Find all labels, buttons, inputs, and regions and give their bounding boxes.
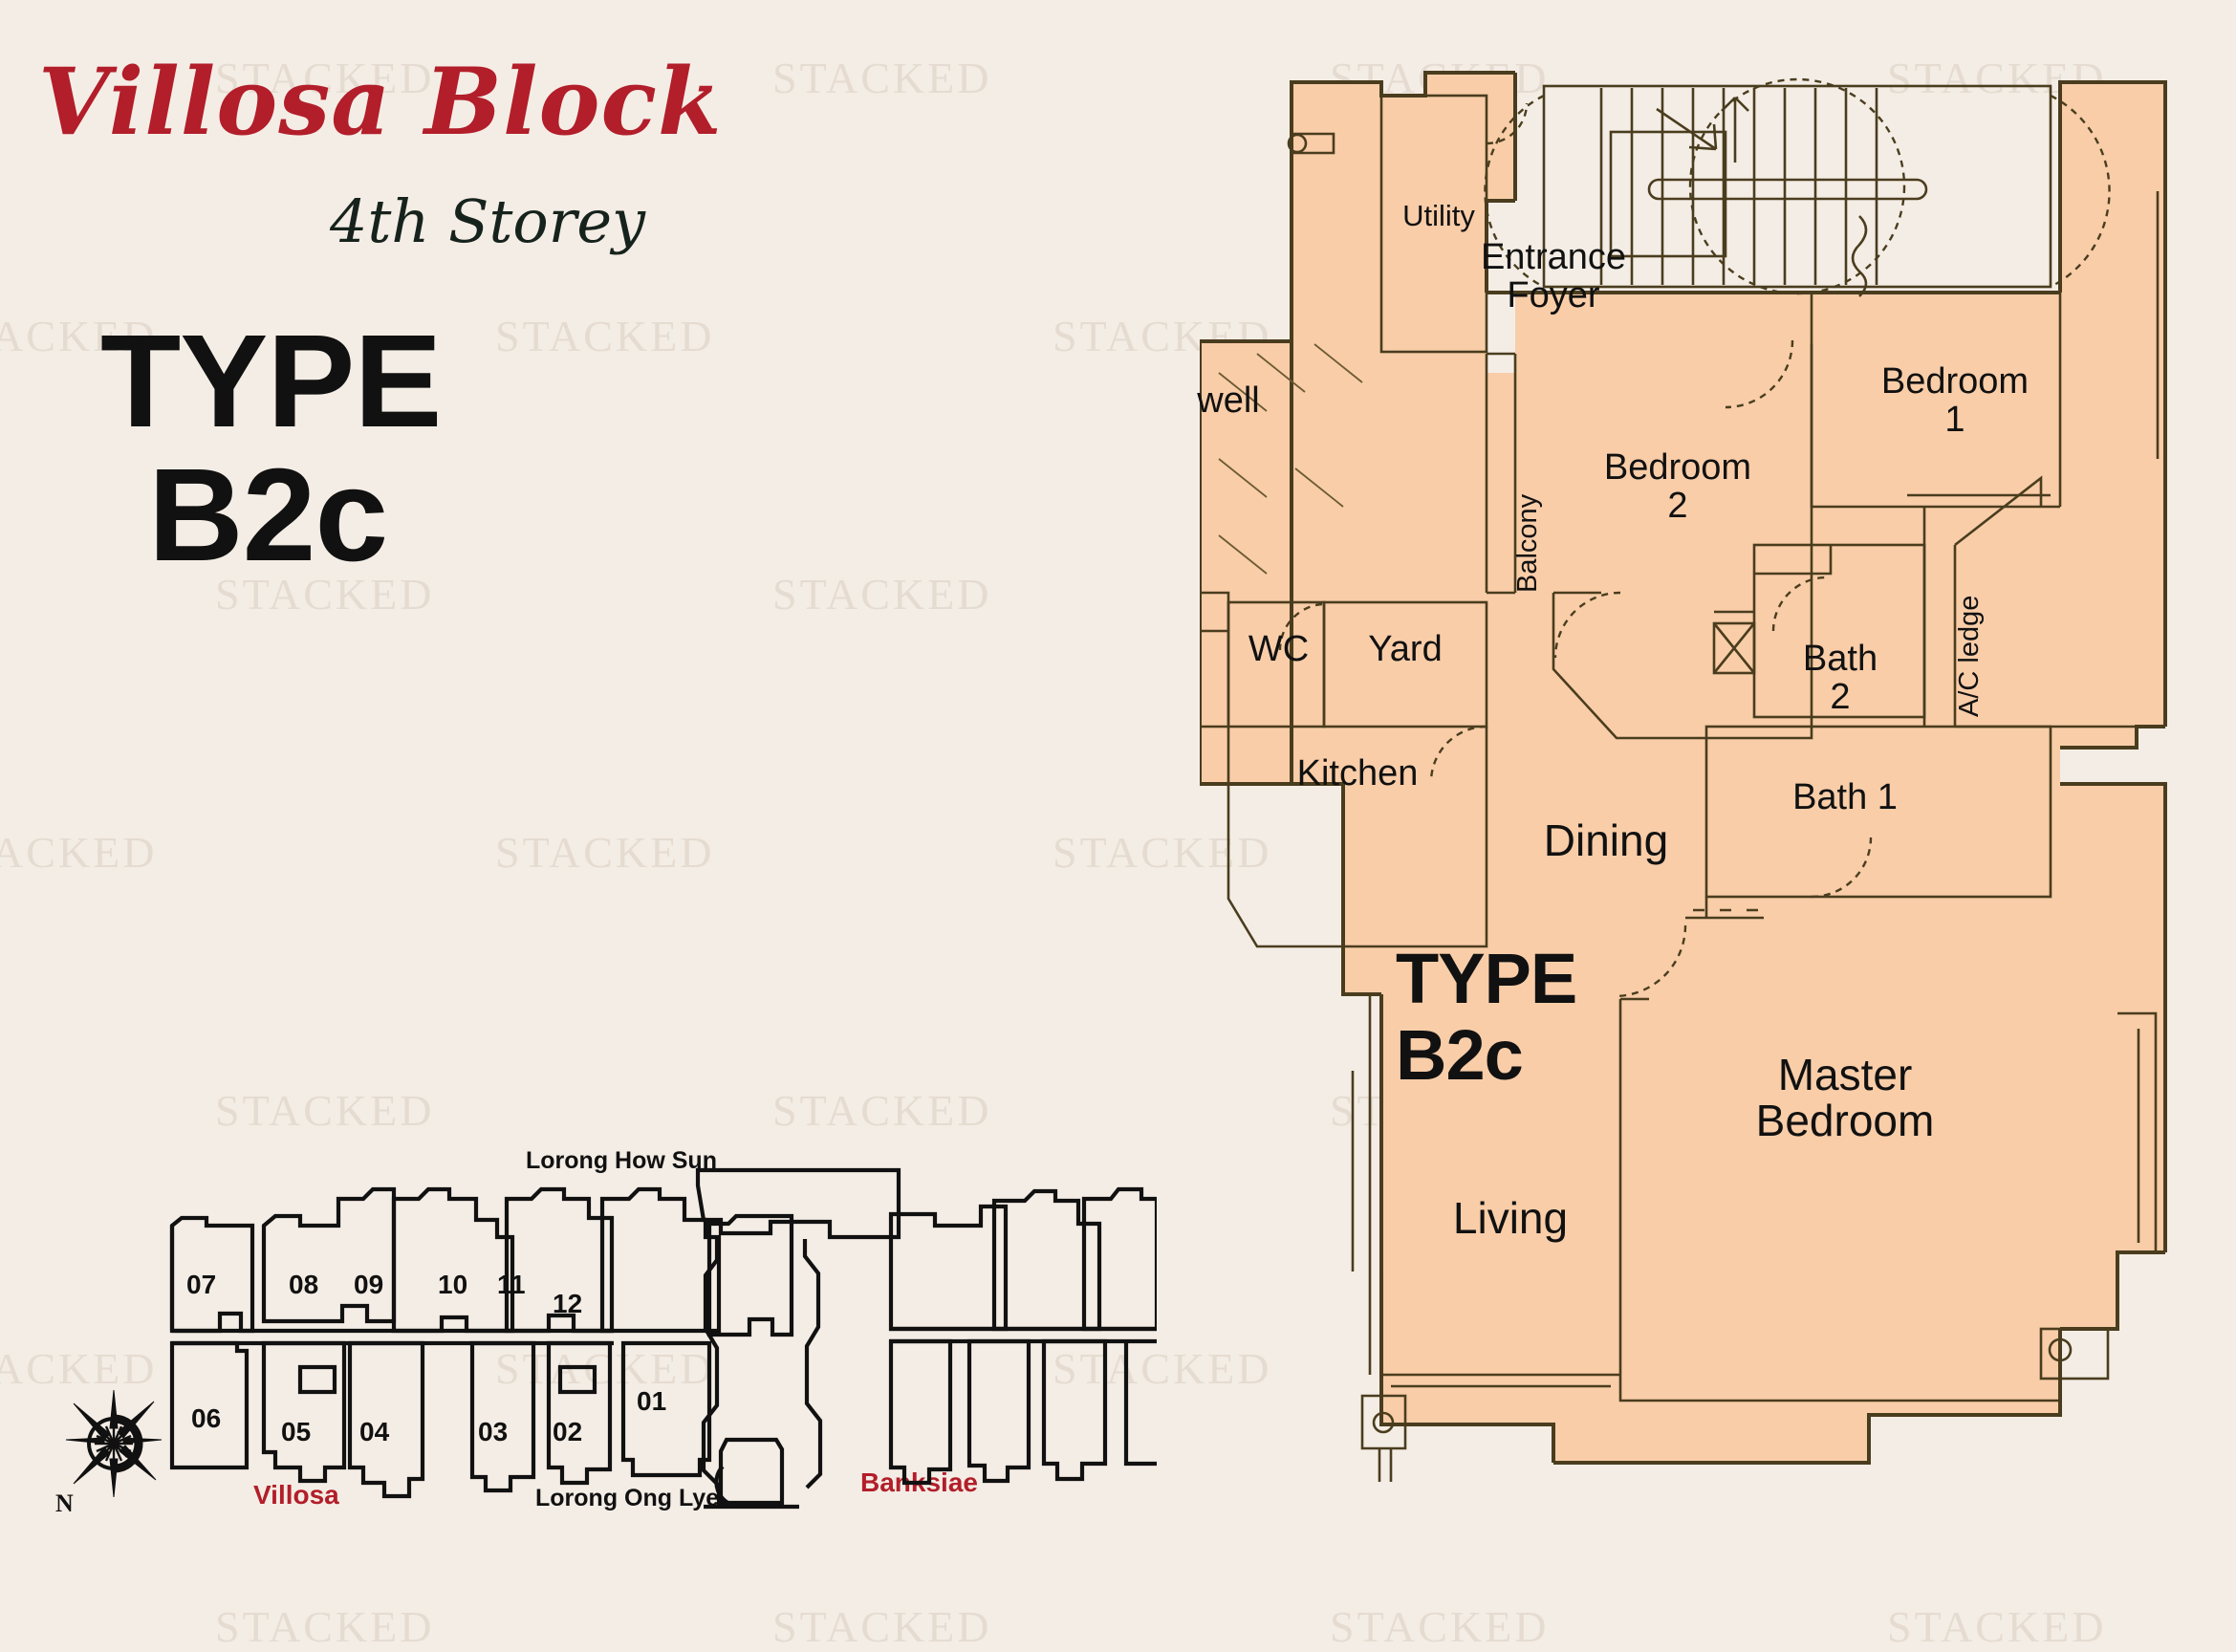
key-plan-unit-02: 02	[553, 1417, 583, 1446]
compass-rose-icon	[65, 1389, 163, 1498]
floorplan-type-word: TYPE	[1396, 939, 1577, 1018]
block-title: Villosa Block	[38, 48, 723, 156]
watermark-text: STACKED	[772, 1602, 992, 1651]
bath-2-line1: Bath	[1802, 639, 1878, 679]
watermark-text: STACKED	[215, 1602, 435, 1651]
room-label-yard: Yard	[1368, 629, 1443, 669]
room-label-wc: WC	[1248, 629, 1310, 669]
key-plan-unit-09: 09	[354, 1270, 384, 1299]
unit-floorplan: .fill{fill:#F8CDA8;} .ln{fill:none;strok…	[1197, 57, 2223, 1558]
key-plan-unit-10: 10	[438, 1270, 468, 1299]
floorplan-page: STACKEDSTACKEDSTACKEDSTACKEDSTACKEDSTACK…	[0, 48, 2223, 1651]
key-plan-unit-05: 05	[281, 1417, 312, 1446]
key-plan-outline-svg	[169, 1167, 1157, 1510]
entrance-foyer-line2: Foyer	[1507, 274, 1600, 315]
key-plan-unit-06: 06	[191, 1403, 222, 1433]
key-plan-unit-08: 08	[289, 1270, 319, 1299]
room-label-bedroom-2: Bedroom 2	[1563, 447, 1792, 526]
room-label-kitchen: Kitchen	[1296, 753, 1419, 793]
bedroom-2-line2: 2	[1667, 485, 1688, 526]
block-label-villosa: Villosa	[253, 1480, 339, 1510]
key-plan: Lorong How Sun Lorong Ong Lye Villosa Ba…	[29, 1138, 1157, 1558]
bedroom-1-line2: 1	[1944, 399, 1965, 440]
room-label-living: Living	[1452, 1193, 1569, 1243]
key-plan-unit-07: 07	[186, 1270, 217, 1299]
key-plan-unit-01: 01	[637, 1386, 667, 1416]
entrance-foyer-line1: Entrance	[1480, 237, 1627, 277]
unit-type-code: B2c	[148, 442, 388, 589]
watermark-text: STACKED	[1330, 1602, 1550, 1651]
watermark-text: STACKED	[1887, 1602, 2107, 1651]
key-plan-unit-03: 03	[478, 1417, 509, 1446]
key-plan-unit-12: 12	[553, 1289, 583, 1318]
road-label-lorong-how-sun: Lorong How Sun	[526, 1147, 717, 1174]
key-plan-unit-04: 04	[359, 1417, 390, 1446]
floorplan-type-code: B2c	[1396, 1015, 1524, 1095]
room-label-entrance-foyer: Entrance Foyer	[1448, 237, 1659, 315]
room-label-bedroom-1: Bedroom 1	[1831, 361, 2079, 440]
compass-north-label: N	[55, 1489, 74, 1517]
room-label-stairwell: well	[1197, 380, 1260, 421]
road-label-lorong-ong-lye: Lorong Ong Lye	[535, 1485, 720, 1511]
key-plan-unit-11: 11	[497, 1270, 526, 1299]
room-label-balcony: Balcony	[1512, 493, 1543, 593]
master-bedroom-line2: Bedroom	[1755, 1096, 1935, 1146]
room-label-utility: Utility	[1402, 199, 1475, 232]
bedroom-2-line1: Bedroom	[1603, 447, 1752, 488]
room-label-master-bedroom: Master Bedroom	[1630, 1052, 2060, 1144]
floorplan-outline-svg: .fill{fill:#F8CDA8;} .ln{fill:none;strok…	[1200, 71, 2167, 1482]
title-column: Villosa Block 4th Storey TYPE B2c Lorong…	[29, 48, 1157, 1558]
unit-type-word: TYPE	[100, 308, 442, 455]
room-label-ac-ledge: A/C ledge	[1954, 595, 1985, 717]
master-bedroom-line1: Master	[1777, 1050, 1913, 1099]
bedroom-1-line1: Bedroom	[1880, 361, 2030, 402]
room-label-bath-1: Bath 1	[1792, 777, 1898, 817]
room-label-dining: Dining	[1543, 815, 1669, 865]
storey-label: 4th Storey	[330, 186, 646, 256]
room-label-bath-2: Bath 2	[1778, 639, 1902, 717]
bath-2-line2: 2	[1830, 676, 1851, 717]
